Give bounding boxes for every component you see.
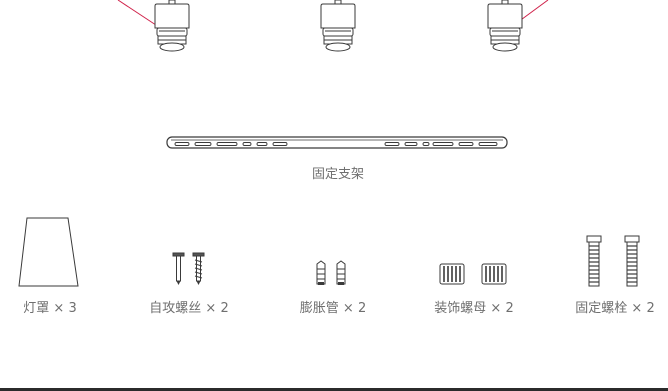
fixing-bracket-icon: [166, 136, 508, 149]
lamp-socket-icon: [320, 0, 356, 52]
bottom-divider: [0, 388, 668, 391]
lamp-sockets: [117, 0, 549, 52]
fixing-bolts-icon: [586, 235, 640, 287]
part-label-decorative-nuts: 装饰螺母 × 2: [434, 301, 514, 316]
lamp-socket-icon: [487, 0, 523, 52]
bracket-label: 固定支架: [311, 167, 365, 182]
lamp-shade-icon: [18, 217, 79, 287]
part-label-lamp-shade: 灯罩 × 3: [23, 301, 77, 316]
part-label-expansion-tubes: 膨胀管 × 2: [299, 301, 367, 316]
self-tapping-screws-icon: [172, 252, 205, 285]
expansion-tubes-icon: [316, 260, 346, 285]
lamp-socket-icon: [154, 0, 190, 52]
part-label-fixing-bolts: 固定螺栓 × 2: [575, 301, 655, 316]
part-label-self-tapping-screws: 自攻螺丝 × 2: [149, 301, 229, 316]
decorative-nuts-icon: [439, 263, 507, 285]
